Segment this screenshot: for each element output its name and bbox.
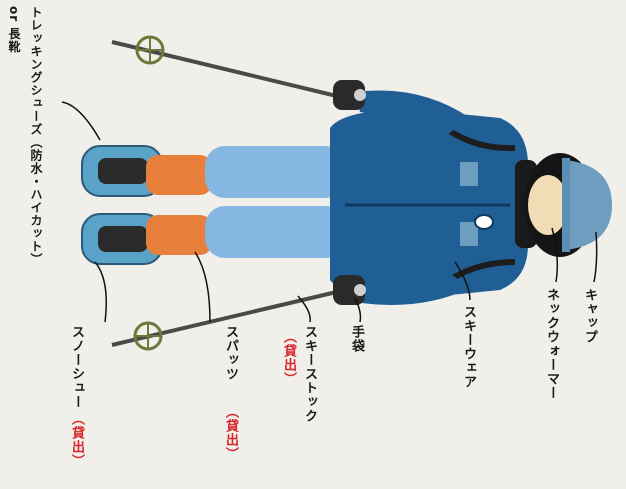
label-ski-stock-rental: （貸出） [281,330,296,386]
snowshoe-top [81,145,163,197]
label-trekking-shoes: トレッキングシューズ（防水・ハイカット） [29,6,43,266]
label-long-boots: or 長靴 [7,6,21,54]
label-snowshoe-rental: （貸出） [69,412,84,468]
label-cap: キャップ [582,288,597,344]
pants-top [205,146,345,198]
label-snowshoe: スノーシュー [69,325,84,409]
label-ski-wear: スキーウェア [461,305,476,389]
glove-bottom [333,275,365,305]
face [528,175,568,235]
label-neck-warmer: ネックウォーマー [544,288,559,400]
cap [565,160,612,250]
label-spats-rental: （貸出） [223,405,238,461]
ski-pole-bottom [111,288,346,351]
glove-top [333,80,365,110]
snowshoe-bottom [81,213,163,265]
pants-bottom [205,206,345,258]
spats-bottom [146,215,212,255]
label-spats: スパッツ [223,325,238,381]
label-gloves: 手袋 [349,325,364,353]
label-ski-stock: スキーストック [302,325,317,423]
sleeve-bottom [355,266,470,305]
ski-pole-top [111,35,346,100]
spats-top [146,155,212,195]
sleeve-top [355,90,470,140]
